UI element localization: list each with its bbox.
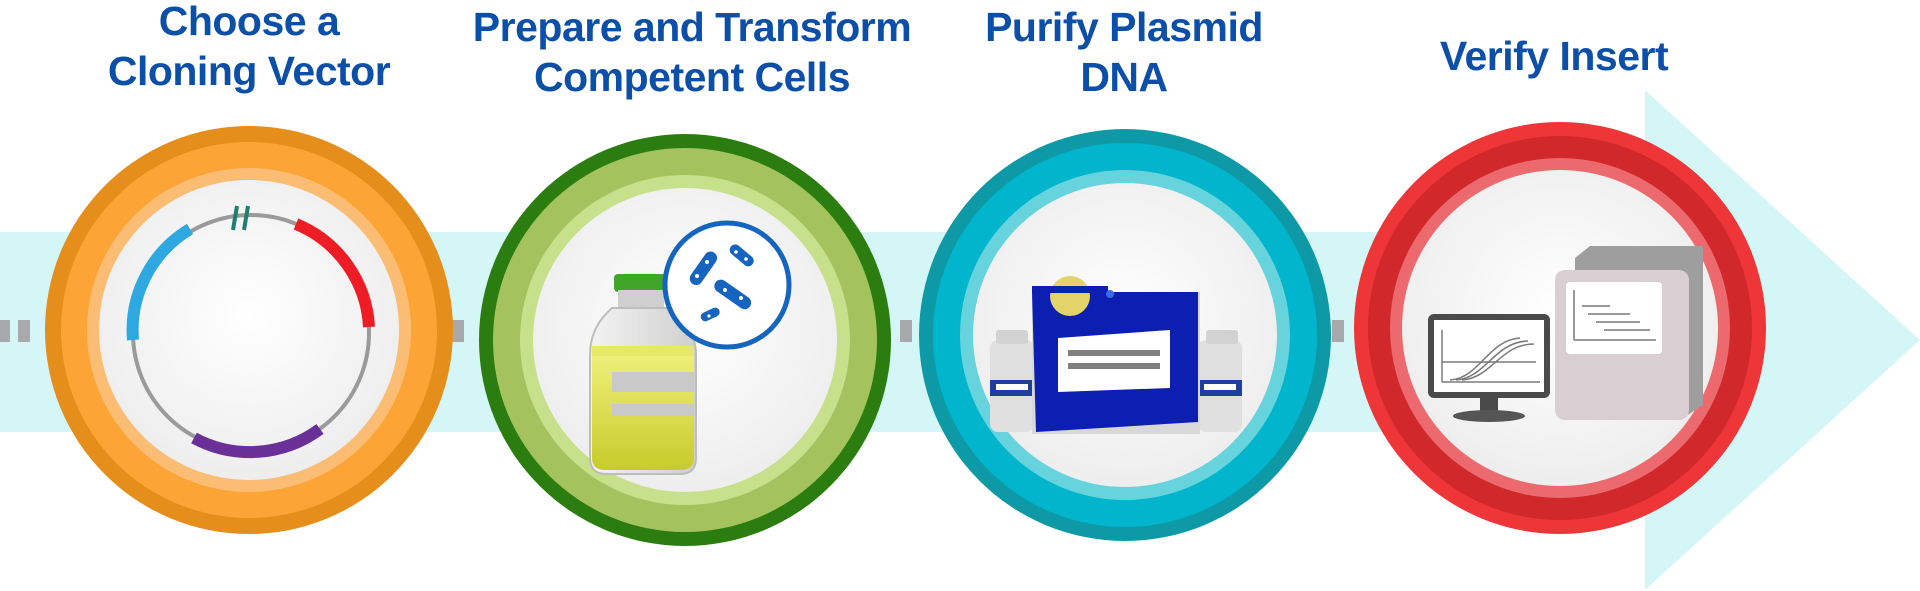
step-1-circle (45, 126, 453, 534)
sequencer-and-monitor-icon (1428, 246, 1703, 422)
step-4-title: Verify Insert (1294, 31, 1814, 81)
step-3-title: Purify Plasmid DNA (864, 2, 1384, 102)
step-3-title-line1: Purify Plasmid (985, 4, 1263, 50)
step-3-circle (919, 129, 1331, 541)
vial-with-bacteria-icon (589, 220, 792, 475)
step-4-circle (1354, 122, 1766, 534)
step-2-title: Prepare and Transform Competent Cells (432, 2, 952, 102)
purification-kit-icon (990, 276, 1242, 434)
plasmid-icon (126, 205, 375, 459)
step-2-title-line2: Competent Cells (534, 54, 851, 100)
step-4-title-line1: Verify Insert (1439, 33, 1669, 79)
step-1-title: Choose a Cloning Vector (0, 0, 509, 96)
step-3-title-line2: DNA (1080, 54, 1168, 100)
step-1-title-line2: Cloning Vector (107, 48, 391, 94)
connector-dashes (0, 320, 1344, 342)
step-2-title-line1: Prepare and Transform (472, 4, 912, 50)
step-2-circle (479, 134, 891, 546)
step-1-title-line1: Choose a (158, 0, 340, 44)
